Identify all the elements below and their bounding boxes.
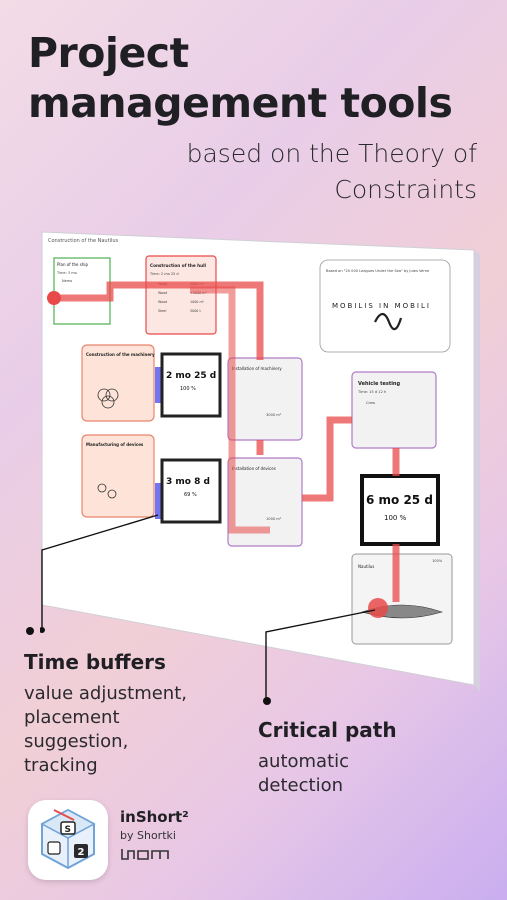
nautilus-final-title: Nautilus <box>358 564 374 569</box>
critical-leader-line <box>265 609 376 700</box>
hull-card-time: Time: 2 mo 25 d <box>149 272 179 276</box>
svg-text:S: S <box>65 825 71 835</box>
buffer-leader-line <box>41 514 159 628</box>
critical-path-text: automatic detection <box>258 750 349 798</box>
cube-logo-icon: S 2 <box>40 808 96 870</box>
brand-name: inShort² <box>120 808 189 826</box>
time-buffers-line-2: placement <box>24 707 120 728</box>
nautilus-final-card: Nautilus 100% <box>351 553 453 645</box>
installation-machinery-card: Installation of machinery 3000 m² <box>227 357 303 441</box>
critical-callout-dot <box>263 697 271 705</box>
time-buffers-line-4: tracking <box>24 755 98 776</box>
nautilus-n-logo <box>374 312 403 331</box>
app-logo: S 2 <box>28 800 108 880</box>
plan-card: Plan of the ship Time: 3 mo Nemo <box>53 257 111 325</box>
time-buffers-line-3: suggestion, <box>24 731 129 752</box>
vehicle-testing-card: Vehicle testing Time: 15 d 12 h Crew <box>351 371 437 449</box>
brand-wordmark-icon <box>121 849 169 860</box>
hull-card-title: Construction of the hull <box>150 263 207 268</box>
machinery-card-title: Construction of the machinery <box>86 352 155 357</box>
installation-devices-title: Installation of devices <box>232 466 276 471</box>
hull-value-4: 5000 t <box>190 309 201 313</box>
critical-path-branch <box>190 286 270 534</box>
board-title: Construction of the Nautilus <box>48 238 119 244</box>
quote-motto: MOBILIS IN MOBILI <box>332 302 431 310</box>
headline: Project management tools <box>28 29 453 127</box>
svg-text:2: 2 <box>78 847 85 858</box>
critical-path-line <box>54 281 400 602</box>
vehicle-testing-time: Time: 15 d 12 h <box>357 390 386 394</box>
buffer-callout-dot <box>26 627 34 635</box>
time-buffer-2: 3 mo 8 d 69 % <box>155 458 222 524</box>
hull-card: Construction of the hull Time: 2 mo 25 d… <box>145 255 217 335</box>
plan-card-title: Plan of the ship <box>57 262 88 267</box>
critical-path-end-dot <box>368 598 388 618</box>
quote-card: Based on "20 000 Leagues Under the Sea" … <box>319 259 451 353</box>
time-buffers-line-1: value adjustment, <box>24 683 187 704</box>
project-board-illustration: Construction of the Nautilus Plan of the… <box>39 230 480 700</box>
vehicle-testing-title: Vehicle testing <box>358 381 400 387</box>
buffer-3-value: 6 mo 25 d <box>366 493 433 507</box>
vehicle-testing-role: Crew <box>366 401 375 405</box>
time-buffers-title: Time buffers <box>24 650 166 674</box>
time-buffer-3: 6 mo 25 d 100 % <box>360 474 440 546</box>
nautilus-final-percent: 100% <box>432 559 443 563</box>
gear-icon <box>97 388 111 402</box>
manufacturing-card: Manufacturing of devices <box>81 434 155 518</box>
buffer-1-value: 2 mo 25 d <box>166 371 216 381</box>
critical-path-line-1: automatic <box>258 751 350 772</box>
critical-path-start-dot <box>47 291 61 305</box>
machinery-card: Construction of the machinery <box>81 344 155 422</box>
time-buffers-text: value adjustment, placement suggestion, … <box>24 682 187 778</box>
device-icon <box>107 489 117 499</box>
board-svg: Construction of the Nautilus Plan of the… <box>39 231 480 700</box>
buffer-leader-dot <box>39 627 45 633</box>
time-buffer-1: 2 mo 25 d 100 % <box>155 352 222 418</box>
quote-text: Based on "20 000 Leagues Under the Sea" … <box>326 269 430 273</box>
gear-icon <box>101 395 115 409</box>
buffer-2-percent: 69 % <box>184 492 197 498</box>
installation-machinery-value: 3000 m² <box>266 413 282 417</box>
brand-by: by Shortki <box>120 829 176 842</box>
manufacturing-card-title: Manufacturing of devices <box>86 442 144 447</box>
critical-path-title: Critical path <box>258 718 397 742</box>
hull-value-3: 1000 m² <box>190 300 205 304</box>
plan-card-role: Nemo <box>62 279 72 283</box>
installation-devices-card: Installation of devices 1000 m² <box>227 457 303 547</box>
gear-icon <box>105 388 119 402</box>
buffer-3-percent: 100 % <box>384 514 407 522</box>
critical-path-line-2: detection <box>258 775 344 796</box>
board-edge <box>474 250 480 692</box>
hull-row-3: Wood <box>158 300 167 304</box>
hull-row-2: Wood <box>158 291 167 295</box>
device-icon <box>97 483 107 493</box>
installation-devices-value: 1000 m² <box>266 517 282 521</box>
hull-row-4: Steel <box>158 309 166 313</box>
buffer-1-percent: 100 % <box>180 386 196 392</box>
plan-card-time: Time: 3 mo <box>56 271 77 275</box>
installation-machinery-title: Installation of machinery <box>232 366 282 371</box>
buffer-2-value: 3 mo 8 d <box>166 477 210 487</box>
subhead: based on the Theory of Constraints <box>186 139 477 204</box>
